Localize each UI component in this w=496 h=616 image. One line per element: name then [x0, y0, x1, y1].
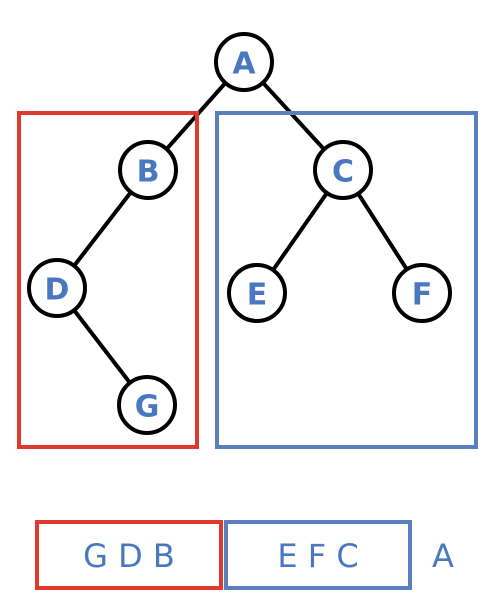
node-label-f: F: [412, 278, 433, 313]
left-subtree-box: [17, 111, 199, 449]
left-sequence-text: G D B: [83, 537, 175, 575]
node-e: E: [227, 263, 287, 323]
node-label-a: A: [232, 47, 256, 82]
node-label-d: D: [45, 273, 70, 308]
right-sequence-box: [224, 520, 412, 590]
node-g: G: [117, 375, 177, 435]
node-label-g: G: [135, 390, 160, 425]
right-subtree-box: [215, 111, 478, 449]
left-sequence-box: [35, 520, 223, 590]
node-a: A: [214, 32, 274, 92]
node-label-c: C: [332, 155, 354, 190]
node-c: C: [313, 140, 373, 200]
node-f: F: [392, 263, 452, 323]
node-b: B: [118, 140, 178, 200]
node-d: D: [27, 258, 87, 318]
node-label-e: E: [247, 278, 268, 313]
root-sequence-text: A: [432, 537, 454, 575]
node-label-b: B: [137, 155, 160, 190]
right-sequence-text: E F C: [277, 537, 358, 575]
